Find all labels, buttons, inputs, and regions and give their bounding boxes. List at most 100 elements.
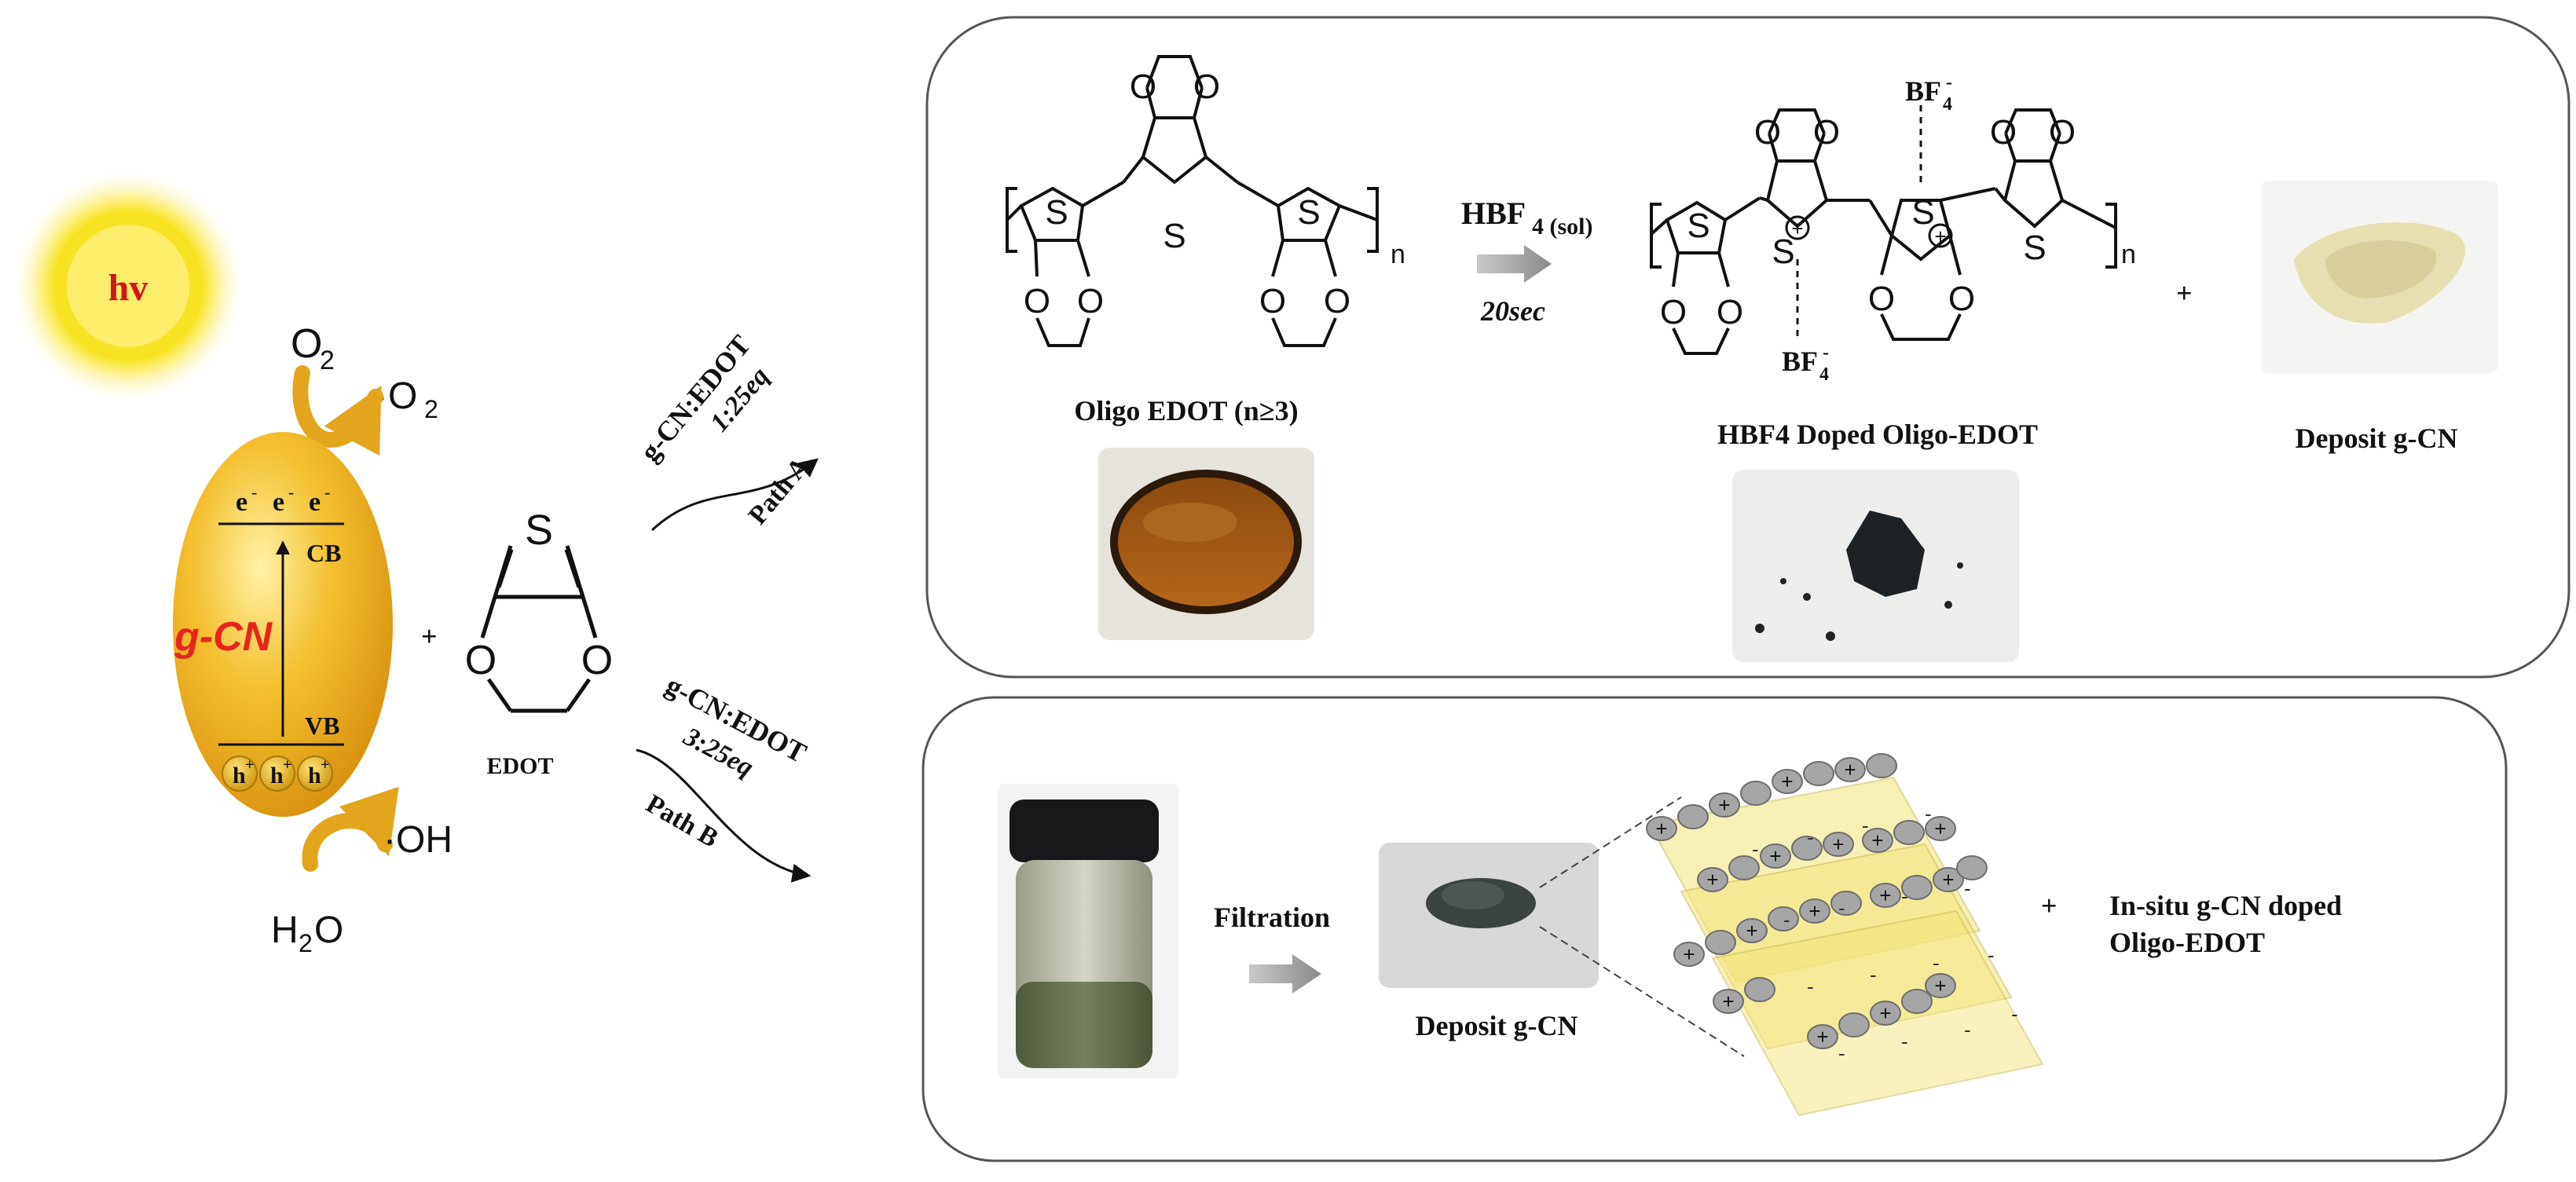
hole-3-sup: + [321,756,329,774]
sheet-charge: - [1925,802,1932,825]
oligomer-bead [1838,1012,1870,1037]
sheet-charge: - [1901,1030,1908,1053]
reaction-time: 20sec [1480,295,1545,327]
electron-2-sup: - [288,482,294,502]
zoom-line-bottom [1539,926,1745,1057]
sheet-charge: - [1870,963,1877,986]
oligomer-bead [1772,769,1803,794]
counterion-bottom: BF 4 - [1782,342,1829,385]
bead-charge: + [1718,793,1730,817]
water-label: H 2 O [271,909,343,957]
oligomer-bead [1893,820,1925,845]
panel-a-frame [925,16,2571,679]
bead-charge: + [1769,844,1781,868]
bead-charge: + [1722,990,1734,1013]
plus-sign-panel-b: + [2041,890,2058,921]
sun-label: hv [108,267,148,309]
oligomer-bead [1673,942,1705,967]
water-sub: 2 [299,929,313,957]
oligomer-bead [1866,753,1897,778]
sheet-charge: - [1933,951,1940,975]
electron-2: e [273,488,284,517]
sheet-charge: - [1901,884,1908,908]
doped-sheet-illustration: ++++++++++++++++++---------------- [1646,753,2044,1117]
superoxide-subscript: 2 [424,395,438,423]
edot-structure [480,545,598,713]
doped-o8: O [2049,113,2076,152]
bf4-bottom: BF [1782,346,1818,377]
filtration-label: Filtration [1214,902,1330,933]
plus-sign-left: + [421,620,438,652]
oligomer-bead [1956,855,1988,880]
oligo-edot-structure [1006,55,1379,347]
oligomer-bead [1646,816,1677,841]
oligomer-bead [1713,989,1744,1014]
reagent-subscript: 4 (sol) [1532,214,1593,240]
bead-charge: + [1683,942,1695,966]
bead-charge: + [1655,817,1667,840]
oligo-edot-label: Oligo EDOT (n≥3) [1074,395,1298,426]
oligomer-bead [1744,977,1775,1002]
doped-charge-2: + [1934,225,1946,248]
doped-n: n [2121,240,2136,269]
oligo-o3: O [1130,68,1156,106]
oligomer-bead [1925,973,1956,998]
bead-charge: + [1832,833,1844,856]
doped-o1: O [1660,293,1687,331]
sheet-charge: - [1862,814,1869,837]
oligo-edot-photo [1098,448,1314,640]
deposit-gcn-photo-b [1379,843,1599,988]
gcn-particle: e - e - e - CB g-CN VB h + h + h + [173,432,393,817]
oligomer-bead [1862,828,1893,853]
catalyst-label: g-CN [174,614,273,660]
oligo-s3: S [1297,193,1320,232]
oligomer-bead [1791,836,1823,861]
deposit-gcn-photo-a [2261,181,2498,373]
bead-charge: + [1879,1001,1891,1025]
doped-o6: O [1948,280,1975,318]
bead-charge: + [1879,884,1891,907]
oligomer-bead [1834,757,1866,782]
oligomer-bead [1807,1024,1838,1049]
path-b-name: Path B [641,789,723,854]
doped-s4: S [2023,229,2046,267]
oligomer-bead [1799,898,1830,924]
sheet-charge: - [1807,825,1814,849]
hole-1-sup: + [245,756,254,774]
oligo-o2: O [1077,282,1104,320]
deposit-label-b: Deposit g-CN [1416,1010,1578,1041]
vb-label: VB [305,712,339,740]
doped-charge-1: + [1791,217,1803,240]
hole-3: h [308,763,321,789]
doped-o4: O [1813,113,1840,152]
sheet-charge: - [1807,975,1814,998]
sheet-charge: - [1964,1018,1971,1041]
doped-oligo-label: HBF4 Doped Oligo-EDOT [1717,419,2038,450]
cb-label: CB [306,539,341,567]
holes: h + h + h + [222,756,333,792]
sun: hv [10,168,246,404]
bead-charge: + [1808,899,1820,923]
bead-charge: + [1746,919,1757,942]
oligomer-bead [1870,1001,1901,1026]
reagent-label: HBF [1461,196,1526,231]
bead-charge: + [1844,758,1856,781]
hole-2-sup: + [283,756,291,774]
reduction-arrow [292,365,383,456]
sheet-charge: - [1752,837,1759,861]
oligomer-bead [1677,804,1709,829]
path-b: g-CN:EDOT 3:25eq Path B [636,669,812,883]
filtration-arrow [1249,954,1321,994]
oligo-edot-atoms: S S S O O O O O O n [1024,68,1405,320]
doped-oligo-photo [1732,470,2019,662]
result-line-2: Oligo-EDOT [2109,927,2265,958]
bf4-bottom-sub: 4 [1819,364,1829,385]
zoom-line-top [1539,796,1682,888]
oligo-o1: O [1024,282,1050,320]
panel-b-frame [922,696,2508,1162]
oligomer-bead [1901,989,1933,1014]
doped-s2: S [1772,232,1794,271]
path-a-arrow [650,458,819,532]
oligo-s1: S [1045,193,1068,232]
